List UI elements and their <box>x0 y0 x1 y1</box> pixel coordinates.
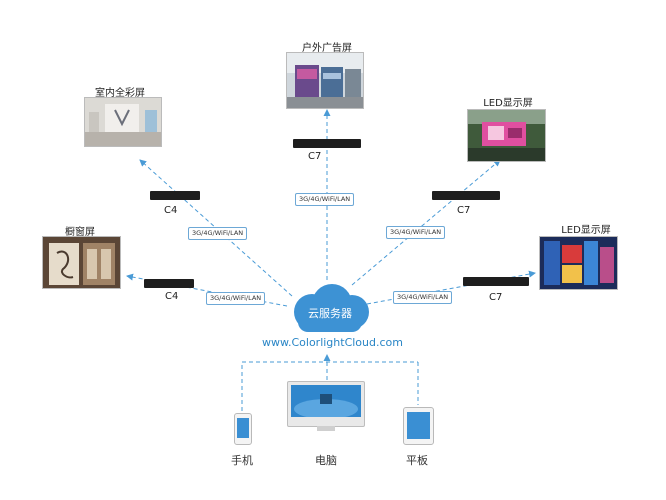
top-controller-device <box>293 139 361 148</box>
tablet-label: 平板 <box>406 454 428 467</box>
indoor-screen-title: 室内全彩屏 <box>95 88 145 99</box>
cloud-server-label: 云服务器 <box>308 307 352 320</box>
link-label-upper-right: 3G/4G/WiFi/LAN <box>386 226 446 239</box>
lower-left-controller-device <box>144 279 194 288</box>
lower-left-controller-label: C4 <box>165 291 179 302</box>
link-label-lower-left: 3G/4G/WiFi/LAN <box>206 292 266 305</box>
upper-left-controller-device <box>150 191 200 200</box>
indoor-screen-photo <box>84 97 162 147</box>
led-screen-right-title: LED显示屏 <box>561 225 611 236</box>
phone-screen <box>237 418 249 438</box>
led-screen-right-photo <box>539 236 618 290</box>
led-screen-top-photo <box>467 109 546 162</box>
outdoor-screen-photo <box>286 52 364 109</box>
tablet-device <box>403 407 434 445</box>
outdoor-screen-title: 户外广告屏 <box>302 43 352 54</box>
line-upper-right <box>351 159 501 286</box>
phone-device <box>234 413 252 445</box>
upper-right-controller-label: C7 <box>457 205 471 216</box>
tablet-screen <box>407 412 430 439</box>
lower-right-controller-device <box>463 277 529 286</box>
cloud-icon <box>294 284 369 332</box>
upper-left-controller-label: C4 <box>164 205 178 216</box>
lower-right-controller-label: C7 <box>489 292 503 303</box>
window-screen-photo <box>42 236 121 289</box>
link-label-lower-right: 3G/4G/WiFi/LAN <box>393 291 453 304</box>
window-screen-title: 橱窗屏 <box>65 227 95 238</box>
cloud-server: 云服务器 <box>286 282 374 332</box>
phone-label: 手机 <box>231 454 253 467</box>
cloud-url: www.ColorlightCloud.com <box>262 336 403 349</box>
led-screen-top-title: LED显示屏 <box>483 98 533 109</box>
link-label-top: 3G/4G/WiFi/LAN <box>295 193 355 206</box>
link-label-upper-left: 3G/4G/WiFi/LAN <box>188 227 248 240</box>
computer-device <box>287 381 365 431</box>
computer-label: 电脑 <box>315 454 337 467</box>
monitor-screen <box>291 385 361 419</box>
monitor-stand <box>317 426 335 431</box>
upper-right-controller-device <box>432 191 500 200</box>
top-controller-label: C7 <box>308 151 322 162</box>
